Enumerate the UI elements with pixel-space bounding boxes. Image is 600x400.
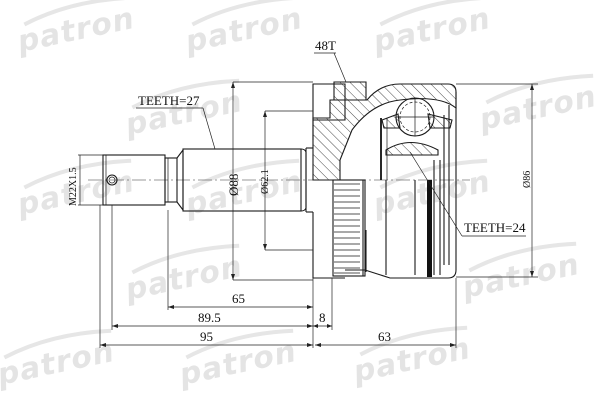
abs-tone-ring xyxy=(332,179,366,277)
watermark-logo: patron xyxy=(458,241,583,306)
dia88-label: Ø88 xyxy=(226,174,241,196)
outer-housing xyxy=(312,81,457,279)
svg-text:patron: patron xyxy=(175,334,299,393)
dimension-89-5: 89.5 xyxy=(112,310,313,328)
leader-teeth-27: TEETH=27 xyxy=(136,93,216,150)
svg-text:patron: patron xyxy=(369,1,493,60)
watermark-logo: patron xyxy=(0,328,118,393)
dia62-label: Ø62.1 xyxy=(260,169,271,194)
dimension-63: 63 xyxy=(315,329,456,347)
leader-teeth-24: TEETH=24 xyxy=(409,151,526,237)
watermark-logo: patron xyxy=(13,0,138,60)
svg-text:patron: patron xyxy=(458,247,582,306)
extension-lines xyxy=(99,205,457,348)
cotter-pin-hole xyxy=(106,174,118,186)
svg-text:patron: patron xyxy=(475,79,599,138)
svg-text:patron: patron xyxy=(181,164,305,223)
dim-89-5-label: 89.5 xyxy=(198,310,221,325)
dimension-8: 8 xyxy=(313,310,332,328)
dia86-label: Ø86 xyxy=(522,171,533,188)
dim-63-label: 63 xyxy=(378,329,391,344)
abs-teeth xyxy=(334,183,360,274)
watermark-logo: patron xyxy=(175,328,300,393)
dimension-dia62: Ø62.1 xyxy=(260,110,313,251)
dim-95-label: 95 xyxy=(200,329,213,344)
teeth-24-label: TEETH=24 xyxy=(464,220,526,235)
dimension-thread: M22X1.5 xyxy=(68,154,103,206)
svg-text:patron: patron xyxy=(181,1,305,60)
inner-race-section xyxy=(385,141,439,156)
watermark-logo: patron xyxy=(475,73,600,138)
splined-shaft xyxy=(182,147,313,213)
dimension-dia88: Ø88 xyxy=(226,81,313,281)
teeth-27-label: TEETH=27 xyxy=(138,93,200,108)
clamp-band xyxy=(427,180,432,277)
abs-ring-section xyxy=(333,81,367,101)
watermark-logo: patron xyxy=(181,158,306,223)
dimension-dia86: Ø86 xyxy=(456,83,538,278)
svg-text:patron: patron xyxy=(349,331,473,390)
48t-label: 48T xyxy=(315,38,336,53)
svg-text:patron: patron xyxy=(13,1,137,60)
thread-label: M22X1.5 xyxy=(68,167,79,206)
svg-text:patron: patron xyxy=(121,249,245,308)
watermark-logo: patron xyxy=(369,0,494,60)
watermark-logo: patron xyxy=(181,0,306,60)
dim-8-label: 8 xyxy=(319,310,326,325)
dimension-95: 95 xyxy=(100,329,313,347)
watermark-logo: patron xyxy=(121,243,246,308)
dimension-65: 65 xyxy=(168,291,313,309)
leader-48t: 48T xyxy=(314,38,347,83)
watermark-logo: patron xyxy=(121,78,246,143)
dim-65-label: 65 xyxy=(232,291,245,306)
